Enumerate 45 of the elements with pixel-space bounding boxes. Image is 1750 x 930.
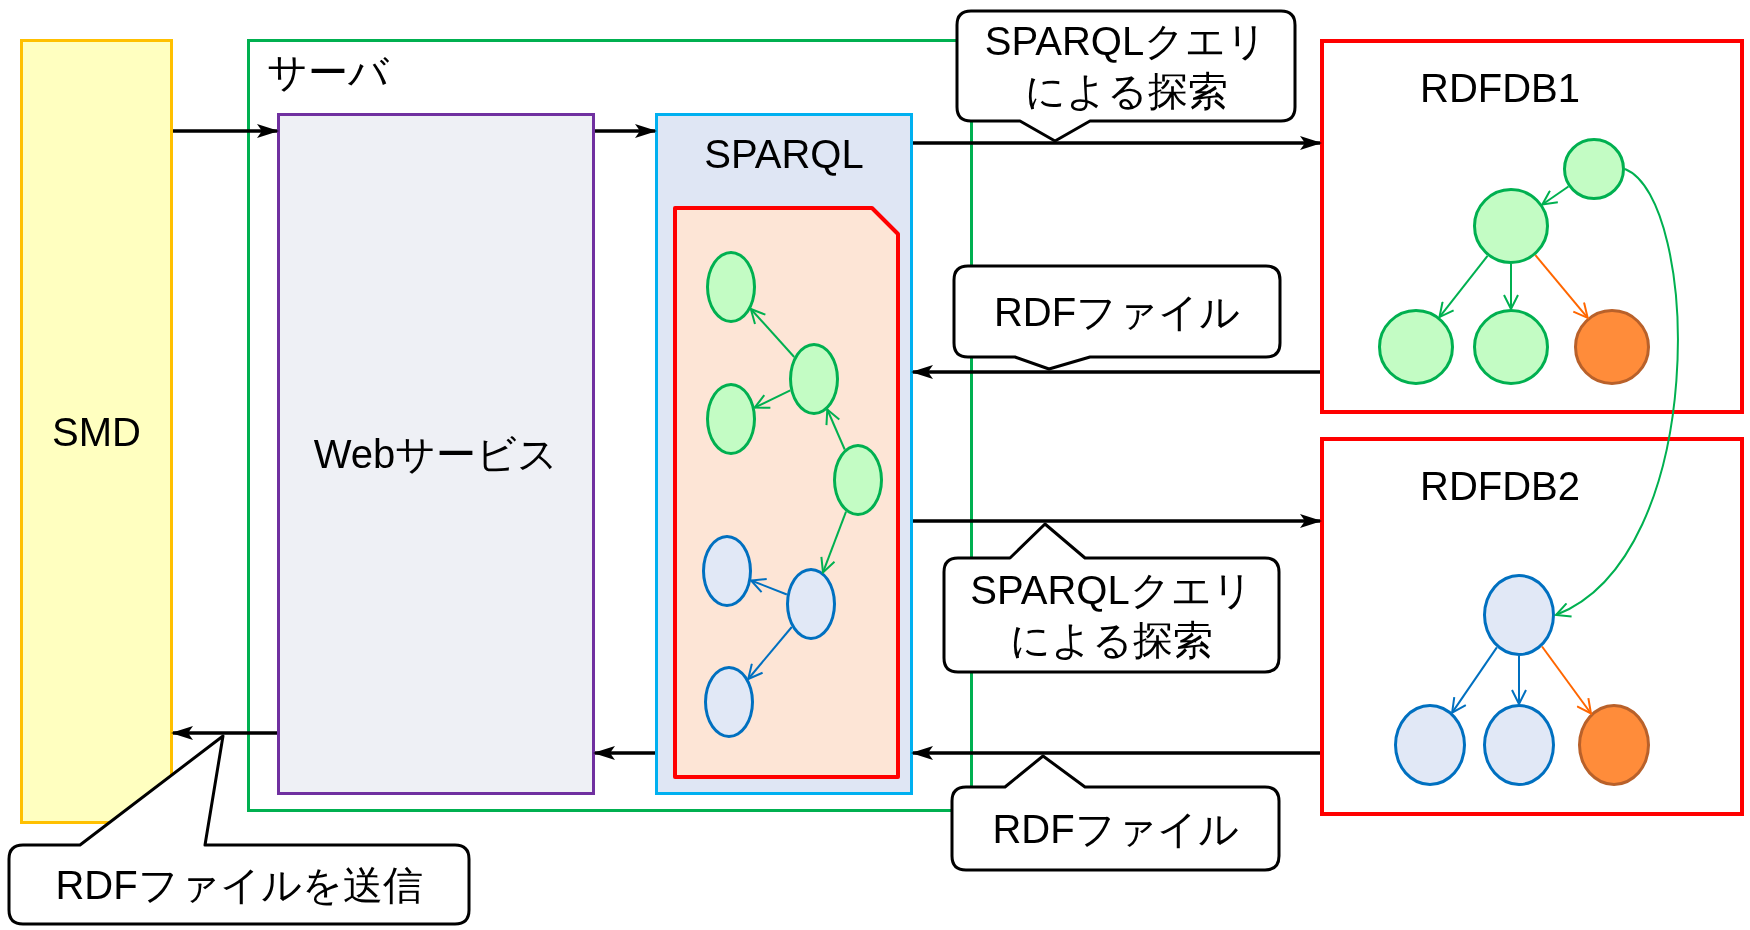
database-box: [1320, 437, 1744, 816]
arrow: [1541, 645, 1592, 715]
node-label: RDFファイル: [992, 805, 1239, 853]
query-engine-box: [655, 113, 913, 795]
speech-bubble: [7, 734, 471, 926]
arrow: [595, 124, 657, 138]
document-shape: [673, 206, 900, 779]
node-label: サーバ: [267, 50, 389, 94]
node-label: RDFDB1: [1420, 66, 1581, 110]
node-label: SPARQLクエリによる探索: [983, 18, 1269, 115]
node-label: RDFファイルを送信: [55, 861, 423, 909]
arrow: [825, 408, 846, 451]
arrow: [747, 626, 793, 680]
arrow: [1534, 254, 1589, 319]
server-frame: [247, 39, 973, 812]
arrow: [1451, 646, 1498, 714]
arrow: [1541, 185, 1570, 206]
arrow: [911, 365, 1320, 379]
arrow: [749, 307, 796, 359]
arrow: [750, 578, 788, 596]
node-label: RDFファイル: [993, 288, 1241, 336]
speech-bubble: [952, 264, 1282, 371]
arrow: [911, 746, 1320, 760]
node-label: Webサービス: [313, 431, 559, 478]
speech-bubble: [955, 9, 1297, 143]
node-label: SPARQLクエリによる探索: [969, 567, 1254, 664]
service-box: [277, 113, 595, 795]
speech-bubble: [950, 754, 1281, 872]
arrow: [913, 136, 1322, 150]
node-label: SPARQL: [704, 131, 864, 178]
database-box: [1320, 39, 1744, 414]
arrow: [171, 726, 277, 740]
node-label: SMD: [52, 408, 141, 456]
arrow: [173, 124, 279, 138]
arrow: [1438, 254, 1489, 319]
arrow: [1511, 655, 1527, 705]
arrow: [753, 389, 792, 409]
arrow: [820, 510, 847, 574]
node-label: RDFDB2: [1420, 464, 1581, 508]
speech-bubble: [942, 522, 1281, 674]
device-box: [20, 39, 173, 824]
arrow: [1503, 263, 1519, 310]
arrow: [1555, 168, 1679, 616]
arrow: [593, 746, 655, 760]
arrow: [913, 514, 1322, 528]
